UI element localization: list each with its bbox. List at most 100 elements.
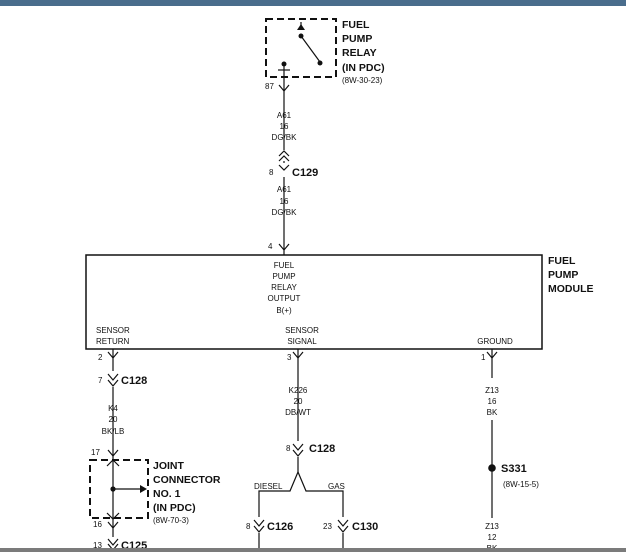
wire-gauge: 16 [280, 197, 289, 206]
terminal-label: SENSOR [96, 326, 130, 335]
connector-pin: 7 [98, 376, 103, 385]
joint-ref: (8W-70-3) [153, 516, 189, 525]
connector-pin: 8 [286, 444, 291, 453]
joint-pin-bottom: 16 [93, 520, 102, 529]
wire-color: BK/LB [102, 427, 125, 436]
window-top-border [0, 0, 626, 6]
connector-chevron-icon [107, 538, 119, 546]
module-internal-2: PUMP [272, 272, 295, 281]
module-internal-3: RELAY [271, 283, 297, 292]
connector-pin: 13 [93, 541, 102, 550]
wire-gauge: 16 [488, 397, 497, 406]
connector-chevron-icon [292, 443, 304, 451]
connector-chevron-icon [253, 519, 265, 527]
connector-chevron-icon [107, 373, 119, 381]
connector-name: C128 [309, 443, 335, 455]
wire-circuit: A61 [277, 111, 292, 120]
center-branch: 3 K226 20 DB/WT 8 C128 DIESEL GAS 8 C126… [246, 349, 378, 552]
module-box [85, 254, 543, 350]
connector-c129: 8 C129 [269, 150, 318, 179]
connector-chevron-icon [278, 155, 290, 162]
connector-pin: 8 [246, 522, 251, 531]
connector-chevron-icon [486, 351, 498, 359]
module-title-1: FUEL [548, 255, 576, 267]
terminal-label: SIGNAL [287, 337, 317, 346]
connector-name: C128 [121, 375, 147, 387]
wire-color: DG/BK [272, 208, 298, 217]
wire-gauge: 16 [280, 122, 289, 131]
joint-title-2: CONNECTOR [153, 474, 221, 486]
connector-chevron-icon [107, 351, 119, 359]
split-label-gas: GAS [328, 482, 345, 491]
joint-title-3: NO. 1 [153, 488, 181, 500]
fuel-pump-relay: FUEL PUMP RELAY (IN PDC) (8W-30-23) 87 [265, 18, 385, 91]
right-branch: 1 Z13 16 BK S331 (8W-15-5) Z13 12 BK [481, 349, 539, 552]
wire-circuit: K4 [108, 404, 118, 413]
split-label-diesel: DIESEL [254, 482, 283, 491]
splice-dot [488, 464, 496, 472]
wire-gauge: 20 [109, 415, 118, 424]
relay-title-4: (IN PDC) [342, 62, 385, 74]
module-internal-4: OUTPUT [268, 294, 301, 303]
terminal-label: RETURN [96, 337, 130, 346]
connector-chevron-icon [107, 379, 119, 387]
joint-pin-top: 17 [91, 448, 100, 457]
joint-connector-box [89, 459, 149, 519]
terminal-pin: 1 [481, 353, 486, 362]
relay-title-1: FUEL [342, 19, 370, 31]
connector-chevron-icon [292, 449, 304, 457]
joint-title-1: JOINT [153, 460, 185, 472]
connector-chevron-icon [278, 150, 290, 157]
connector-chevron-icon [278, 164, 290, 171]
connector-chevron-icon [292, 351, 304, 359]
wire-circuit: Z13 [485, 386, 499, 395]
module-title-2: PUMP [548, 269, 578, 281]
joint-title-4: (IN PDC) [153, 502, 196, 514]
connector-chevron-icon [107, 449, 119, 457]
connector-name: C126 [267, 521, 293, 533]
relay-contact-dot [317, 60, 323, 66]
relay-arrow-icon [297, 24, 305, 30]
connector-chevron-icon [337, 519, 349, 527]
wire-color: DB/WT [285, 408, 311, 417]
connector-name: C129 [292, 167, 318, 179]
relay-switch-arm [300, 35, 321, 63]
joint-arrow-icon [140, 485, 147, 493]
connector-chevron-icon [253, 525, 265, 533]
relay-title-2: PUMP [342, 33, 372, 45]
wire-color: BK [487, 408, 498, 417]
relay-ref: (8W-30-23) [342, 76, 383, 85]
terminal-pin: 3 [287, 353, 292, 362]
left-branch: 2 7 C128 K4 20 BK/LB 17 16 JOINT CONNECT… [89, 349, 221, 552]
relay-title-3: RELAY [342, 47, 377, 59]
terminal-label: SENSOR [285, 326, 319, 335]
terminal-pin: 2 [98, 353, 103, 362]
wire-circuit: A61 [277, 185, 292, 194]
module-input-pin: 4 [268, 242, 273, 251]
connector-pin: 8 [269, 168, 274, 177]
fuel-pump-module: FUEL PUMP MODULE FUEL PUMP RELAY OUTPUT … [85, 250, 594, 350]
wire-gauge: 12 [488, 533, 497, 542]
joint-node-dot [110, 486, 116, 492]
wire-circuit: K226 [289, 386, 308, 395]
connector-chevron-icon [337, 525, 349, 533]
connector-chevron-icon [107, 521, 119, 529]
wire-circuit: Z13 [485, 522, 499, 531]
module-internal-5: B(+) [276, 306, 292, 315]
connector-chevron-icon [106, 512, 120, 520]
connector-chevron-icon [278, 84, 290, 92]
connector-chevron-icon [106, 459, 120, 467]
wire-a61-bottom-label: A61 16 DG/BK [272, 185, 298, 217]
wire-color: DG/BK [272, 133, 298, 142]
terminal-label: GROUND [477, 337, 513, 346]
splice-name: S331 [501, 463, 527, 475]
relay-dashed-box [265, 18, 337, 78]
connector-name: C130 [352, 521, 378, 533]
module-title-3: MODULE [548, 283, 594, 295]
wire-gauge: 20 [294, 397, 303, 406]
connector-pin: 23 [323, 522, 332, 531]
module-internal-1: FUEL [274, 261, 295, 270]
relay-pin: 87 [265, 82, 274, 91]
window-bottom-border [0, 548, 626, 552]
splice-ref: (8W-15-5) [503, 480, 539, 489]
